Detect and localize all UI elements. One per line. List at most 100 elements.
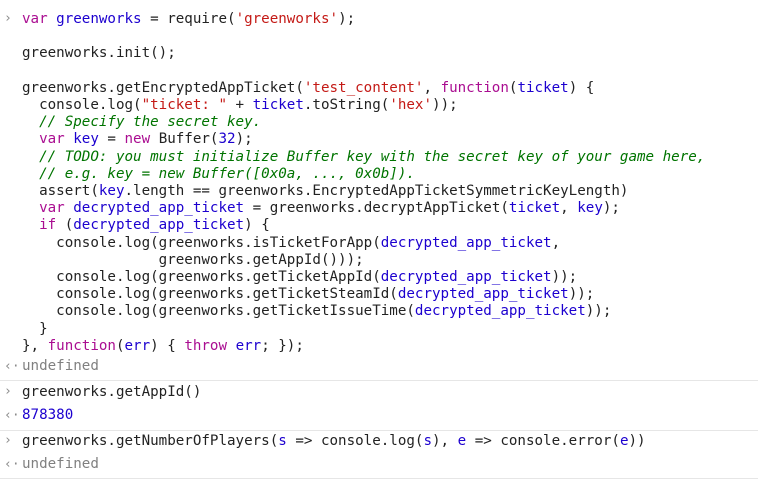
result-arrow-icon: ‹· [4,457,20,472]
code-token: ; }); [261,337,304,354]
code-token: ( [64,217,74,234]
code-token: decrypted_app_ticket [73,217,245,234]
code-token: + [227,97,253,113]
code-token: var [39,131,74,148]
code-token: , [560,200,578,217]
code-token: console.log(greenworks.getTicketSteamId( [22,286,398,303]
code-token: new [124,131,159,148]
code-token: .toString( [303,97,390,113]
code-line: console.log(greenworks.getTicketSteamId(… [22,286,594,303]
code-token: decrypted_app_ticket [73,200,245,217]
input-prompt-icon: › [4,433,12,448]
code-token [22,200,39,216]
code-token: err [235,337,262,354]
code-line: console.log(greenworks.getTicketAppId(de… [22,269,577,286]
script-result: undefined [22,358,99,374]
code-line: greenworks.getAppId())); [22,252,364,269]
result-arrow-icon: ‹· [4,408,20,423]
code-line: assert(key.length == greenworks.Encrypte… [22,183,628,200]
code-token: ) { [150,337,185,354]
code-token: // e.g. key = new Buffer([0x0a, ..., 0x0… [22,165,415,182]
code-token: assert( [22,183,99,199]
code-token: // Specify the secret key. [22,114,262,131]
code-token: ); [235,131,253,148]
console-entry-script[interactable]: › var greenworks = require('greenworks')… [0,8,758,380]
code-line: console.log("ticket: " + ticket.toString… [22,97,458,114]
code-token: e [619,433,629,449]
code-token: function [47,337,116,354]
console-entry-getnumberofplayers[interactable]: › greenworks.getNumberOfPlayers(s => con… [0,430,758,479]
code-token: ); [602,200,620,217]
code-token: // TODO: you must initialize Buffer key … [22,148,706,165]
code-token: )); [568,286,595,303]
code-token: s [278,433,287,449]
getappid-input: greenworks.getAppId() [22,384,202,400]
code-token: key [73,131,99,148]
code-token: err [124,337,151,354]
code-token: )); [432,97,458,113]
code-token: ticket [252,97,304,113]
code-token [22,217,39,233]
code-token: greenworks.getEncryptedAppTicket( [22,79,304,96]
code-token: }, [22,337,48,354]
code-token: decrypted_app_ticket [380,269,552,285]
code-token: 'test_content' [303,79,424,96]
code-token: .length == greenworks.EncryptedAppTicket… [124,183,629,199]
code-token: s [423,433,433,449]
code-line: greenworks.init(); [22,45,176,62]
console-entry-getappid[interactable]: › greenworks.getAppId() ‹· 878380 [0,380,758,431]
code-token: "ticket: " [141,97,228,113]
code-token: , [423,79,441,96]
code-line: console.log(greenworks.getTicketIssueTim… [22,303,611,320]
result-arrow-icon: ‹· [4,359,20,374]
code-line: greenworks.getEncryptedAppTicket('test_c… [22,80,594,97]
code-token: 32 [218,131,236,148]
code-token: console.log( [22,97,142,113]
code-token: 'greenworks' [235,11,339,27]
code-token: if [39,217,65,234]
code-token: decrypted_app_ticket [380,234,552,251]
code-token: console.log(greenworks.getTicketIssueTim… [22,303,415,320]
code-token: throw [184,337,236,354]
code-token: = require( [141,11,236,27]
code-token: ), [432,433,458,449]
code-token: )); [551,269,578,285]
code-line: // Specify the secret key. [22,114,261,131]
input-prompt-icon: › [4,11,12,26]
input-prompt-icon: › [4,384,12,399]
code-token: e [457,433,467,449]
code-token: ) { [568,79,595,96]
code-token: => console.error( [466,433,620,449]
code-token: )) [628,433,646,449]
code-token: console.log(greenworks.isTicketForApp( [22,234,381,251]
code-token: , [551,234,561,251]
console-input-area-clipped[interactable] [0,478,758,483]
code-line: }, function(err) { throw err; }); [22,338,304,355]
code-token: => console.log( [286,433,424,449]
code-token: = [98,131,125,148]
code-token: ( [115,337,125,354]
code-token: key [98,183,125,199]
code-line: var greenworks = require('greenworks'); [22,11,355,28]
code-token: )); [585,303,612,320]
code-token: ticket [508,200,561,217]
code-token: ticket [517,79,569,96]
code-token: function [440,79,509,96]
getappid-result: 878380 [22,407,74,423]
code-token: key [577,200,603,217]
previous-output-clipped: o [0,0,758,5]
code-token: var [39,200,74,217]
code-token: ) { [244,217,270,234]
code-token: ); [338,11,356,27]
code-token [22,131,39,147]
code-line: console.log(greenworks.isTicketForApp(de… [22,235,560,252]
code-line: // e.g. key = new Buffer([0x0a, ..., 0x0… [22,166,415,183]
code-token: greenworks.getNumberOfPlayers( [22,433,279,449]
code-token: decrypted_app_ticket [397,286,569,303]
code-token: console.log(greenworks.getTicketAppId( [22,269,381,285]
code-token: greenworks.getAppId())); [22,251,364,268]
code-token: ( [508,79,518,96]
code-line: if (decrypted_app_ticket) { [22,217,270,234]
code-line: } [22,321,48,338]
code-line: var decrypted_app_ticket = greenworks.de… [22,200,620,217]
